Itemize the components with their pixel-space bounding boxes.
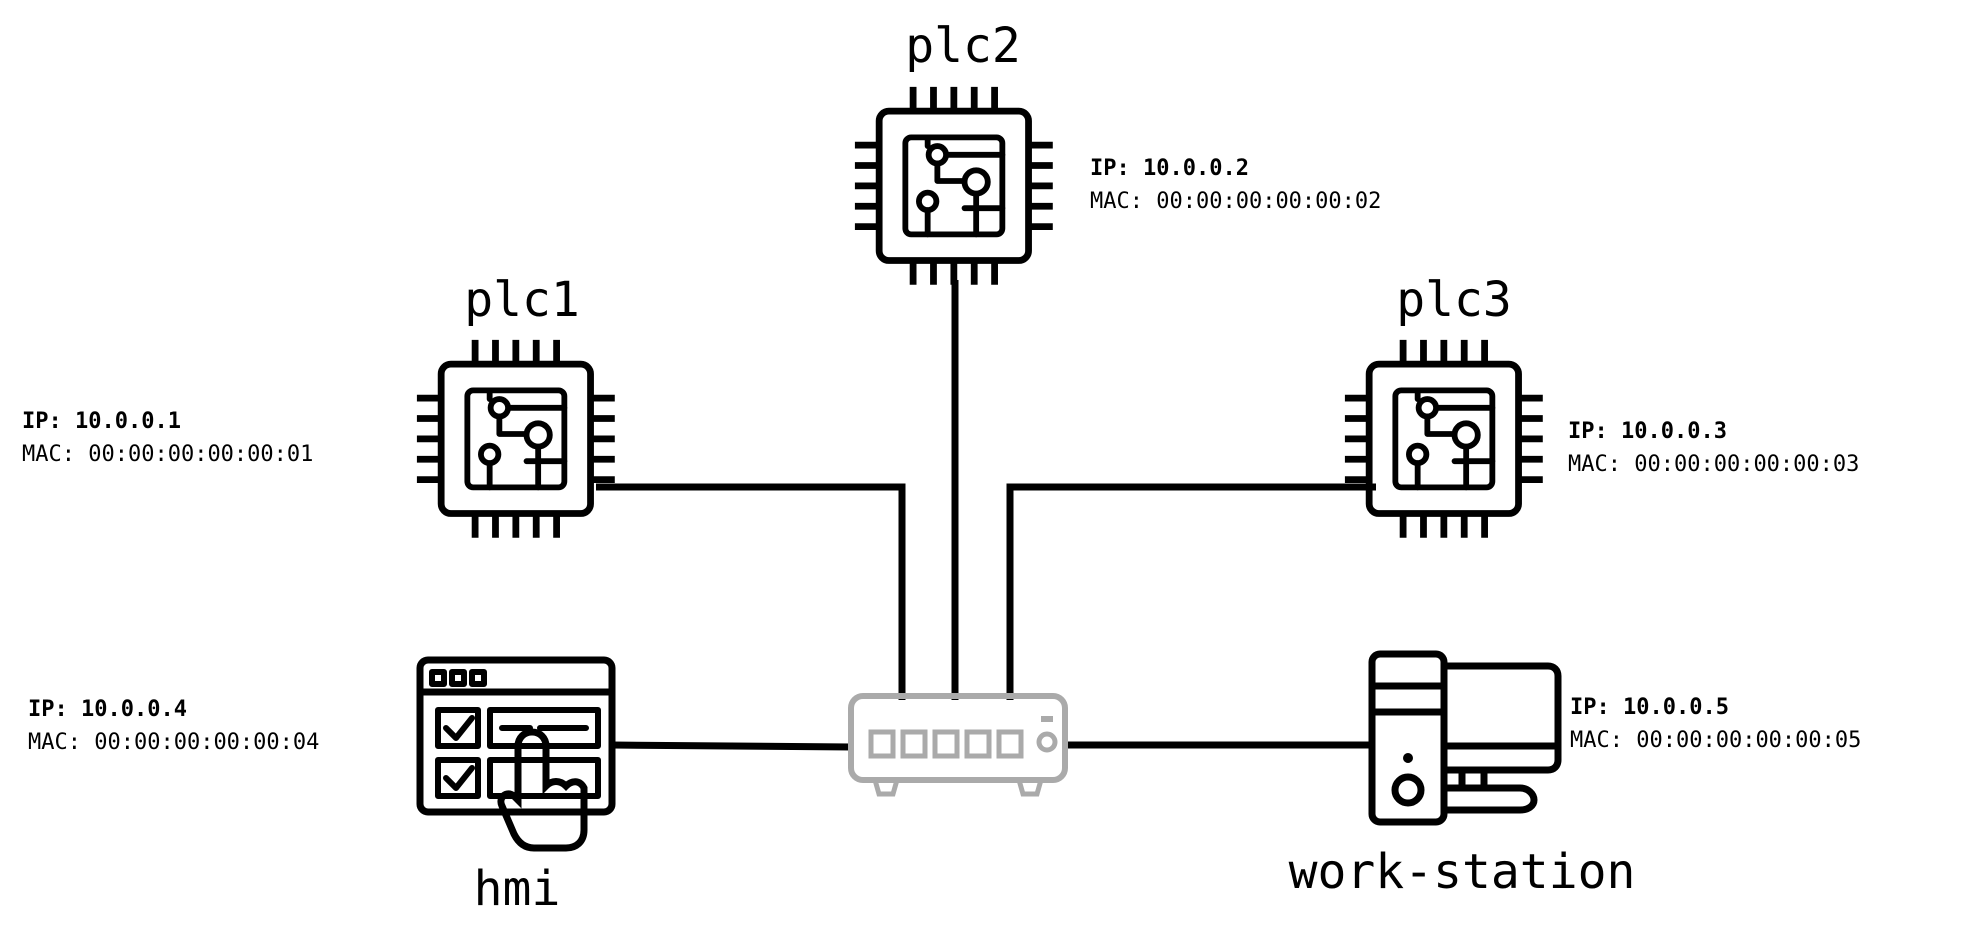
cpu-chip-icon — [417, 340, 615, 538]
ip-label: IP: — [28, 697, 68, 722]
device-hmi: hmi IP: 10.0.0.4 MAC: 00:00:00:00:00:04 — [28, 656, 616, 917]
desktop-computer-icon — [1368, 650, 1562, 826]
link-plc3-switch — [1006, 483, 1376, 700]
mac-line: MAC: 00:00:00:00:00:03 — [1568, 452, 1859, 477]
mac-label: MAC: — [28, 730, 81, 755]
touch-panel-icon — [416, 656, 616, 852]
mac-value: 00:00:00:00:00:01 — [88, 442, 313, 467]
ip-value: 10.0.0.1 — [75, 409, 181, 434]
mac-label: MAC: — [1090, 189, 1143, 214]
network-switch-icon — [848, 693, 1068, 797]
ip-line: IP: 10.0.0.2 — [1090, 156, 1249, 181]
device-workstation: work-station IP: 10.0.0.5 MAC: 00:00:00:… — [1289, 650, 1861, 900]
ip-line: IP: 10.0.0.1 — [22, 409, 181, 434]
device-name: plc1 — [464, 272, 580, 328]
ip-label: IP: — [1568, 419, 1608, 444]
ip-label: IP: — [22, 409, 62, 434]
device-name: plc3 — [1396, 272, 1512, 328]
mac-label: MAC: — [1568, 452, 1621, 477]
device-plc2: plc2 IP: 10.0.0.2 MAC: 00:00:00:00:00:02 — [855, 18, 1381, 285]
mac-line: MAC: 00:00:00:00:00:04 — [28, 730, 319, 755]
device-name: plc2 — [905, 18, 1021, 74]
ip-value: 10.0.0.3 — [1621, 419, 1727, 444]
mac-line: MAC: 00:00:00:00:00:05 — [1570, 728, 1861, 753]
ip-label: IP: — [1090, 156, 1130, 181]
device-name: hmi — [474, 861, 561, 917]
ip-value: 10.0.0.4 — [81, 697, 187, 722]
ip-label: IP: — [1570, 695, 1610, 720]
mac-value: 00:00:00:00:00:02 — [1156, 189, 1381, 214]
mac-label: MAC: — [1570, 728, 1623, 753]
ip-value: 10.0.0.5 — [1623, 695, 1729, 720]
mac-value: 00:00:00:00:00:04 — [94, 730, 319, 755]
device-plc1: plc1 IP: 10.0.0.1 MAC: 00:00:00:00:00:01 — [22, 272, 615, 538]
link-plc1-switch — [596, 483, 906, 700]
mac-label: MAC: — [22, 442, 75, 467]
mac-line: MAC: 00:00:00:00:00:01 — [22, 442, 313, 467]
device-plc3: plc3 IP: 10.0.0.3 MAC: 00:00:00:00:00:03 — [1345, 272, 1859, 538]
ip-line: IP: 10.0.0.5 — [1570, 695, 1729, 720]
ip-line: IP: 10.0.0.4 — [28, 697, 187, 722]
mac-value: 00:00:00:00:00:03 — [1634, 452, 1859, 477]
cpu-chip-icon — [855, 87, 1053, 285]
link-hmi-switch — [611, 741, 853, 751]
cpu-chip-icon — [1345, 340, 1543, 538]
ip-value: 10.0.0.2 — [1143, 156, 1249, 181]
device-name: work-station — [1289, 844, 1636, 900]
connections — [596, 280, 1376, 751]
ip-line: IP: 10.0.0.3 — [1568, 419, 1727, 444]
mac-value: 00:00:00:00:00:05 — [1636, 728, 1861, 753]
mac-line: MAC: 00:00:00:00:00:02 — [1090, 189, 1381, 214]
